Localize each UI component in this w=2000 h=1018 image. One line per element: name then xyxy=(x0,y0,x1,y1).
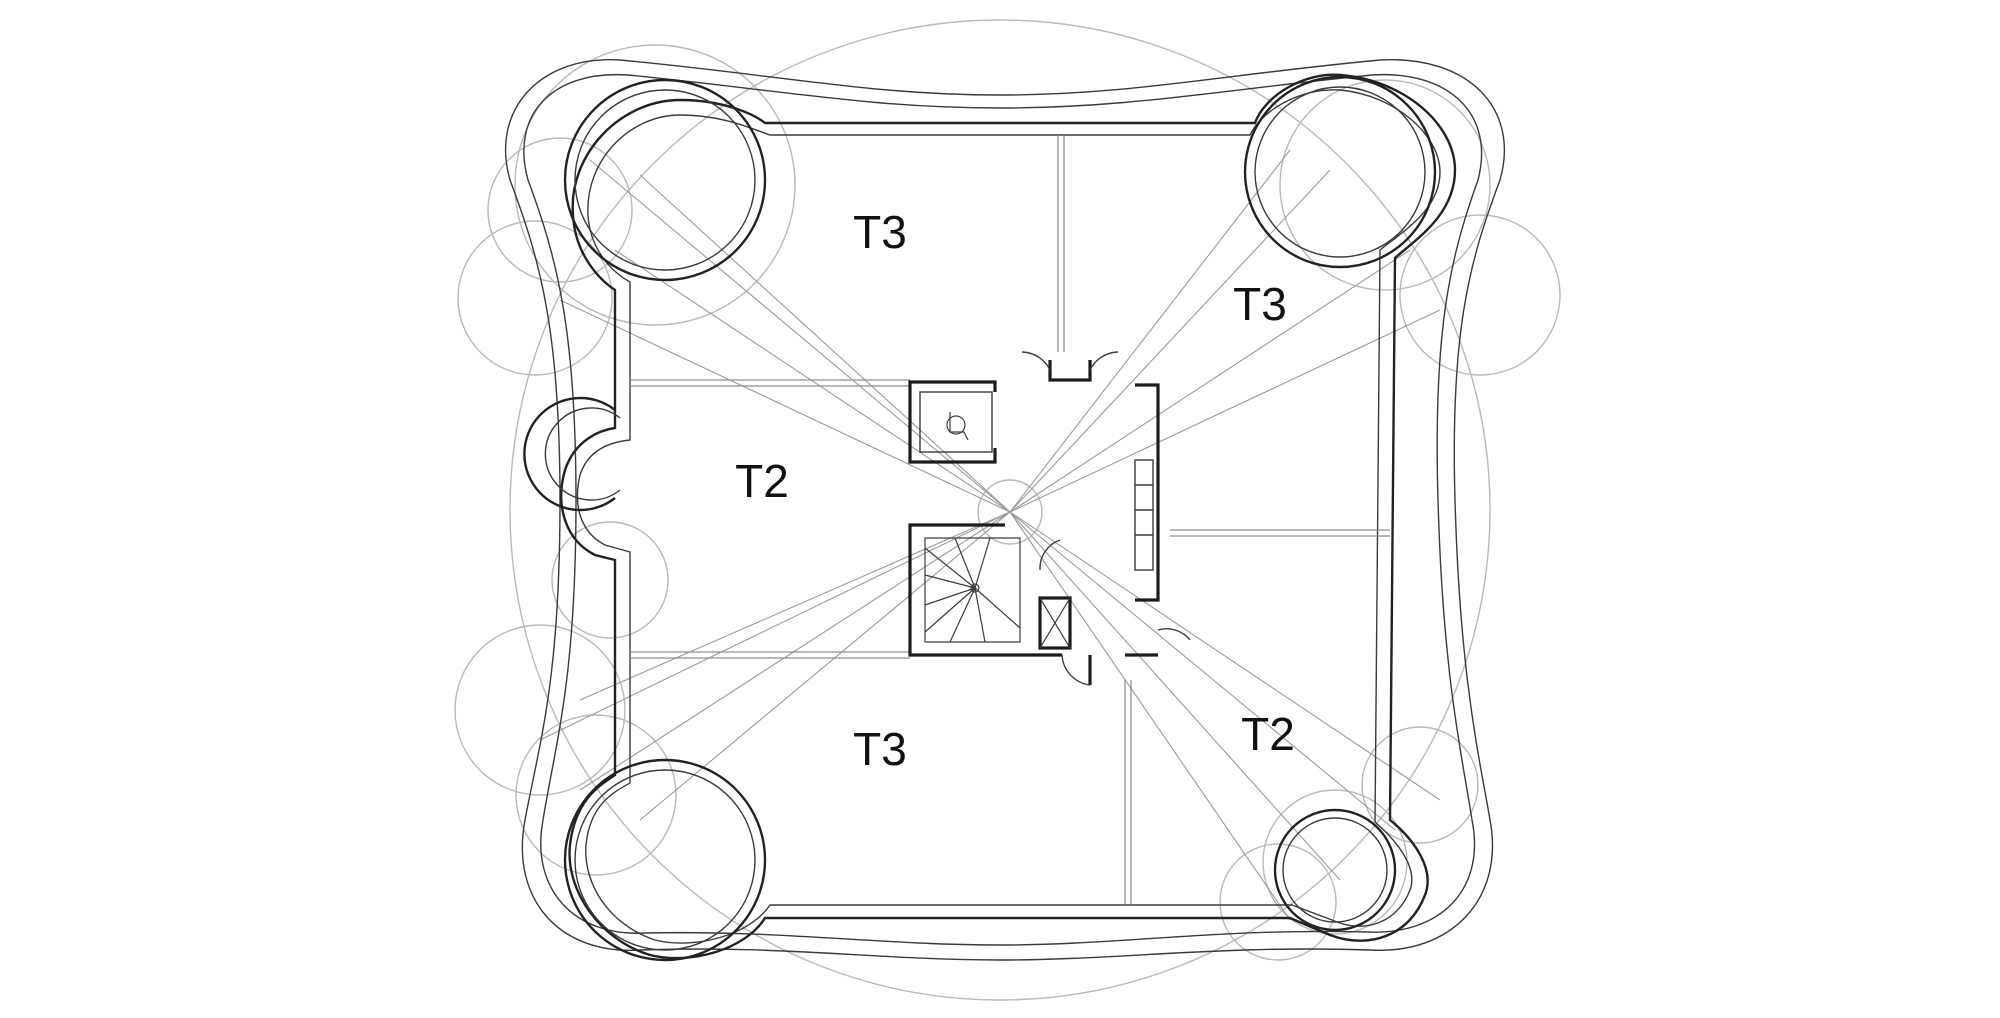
slab-edge-outer xyxy=(560,73,1457,960)
radial-line xyxy=(589,159,1011,513)
guide-circle-nw xyxy=(514,44,796,326)
radial-line xyxy=(1009,511,1441,801)
partitions xyxy=(630,135,1390,905)
stair-tread xyxy=(924,574,976,589)
spiral-stair-center xyxy=(970,583,980,593)
unit-label-south: T3 xyxy=(853,723,907,775)
west-bay xyxy=(523,396,616,512)
tower-se-inner xyxy=(1282,817,1388,923)
radial-line xyxy=(579,511,1011,701)
guide-circle-se-3 xyxy=(1219,843,1337,961)
door-swing-east xyxy=(1157,628,1191,641)
unit-label-west: T2 xyxy=(735,455,789,507)
unit-labels: T3 T3 T2 T3 T2 xyxy=(735,206,1295,775)
radial-line xyxy=(1009,511,1396,831)
outer-envelope xyxy=(505,59,1505,961)
door-swing-north-left xyxy=(1021,351,1051,371)
radial-line xyxy=(639,511,1011,821)
inner-envelope xyxy=(523,73,1483,946)
guide-circle-w-mid xyxy=(551,521,669,639)
unit-label-southeast: T2 xyxy=(1241,708,1295,760)
guide-circle-e xyxy=(1399,214,1561,376)
guide-circle-se-1 xyxy=(1361,726,1479,844)
elevator-cabin xyxy=(919,391,993,453)
radial-line xyxy=(614,249,1011,513)
radial-line xyxy=(1009,149,1291,513)
stair-tread xyxy=(974,587,1021,629)
radial-line xyxy=(1009,169,1331,513)
door-swing-south xyxy=(1061,654,1091,686)
stair-tread xyxy=(924,547,976,589)
radial-line xyxy=(579,511,1011,791)
spiral-stair-outer xyxy=(924,537,1021,643)
tower-sw-inner xyxy=(574,769,756,951)
unit-label-north: T3 xyxy=(853,206,907,258)
door-swing-core xyxy=(1039,539,1061,571)
radial-line xyxy=(1009,511,1291,921)
radial-guide-lines xyxy=(539,149,1441,921)
guide-circle-w-low xyxy=(454,624,626,796)
corridor-wall-east xyxy=(1135,383,1160,602)
slab-edge-inner xyxy=(576,89,1441,944)
radial-line xyxy=(1009,249,1411,513)
corner-towers xyxy=(523,75,1437,962)
shaft-box xyxy=(1038,596,1072,650)
central-guide-circle xyxy=(509,19,1491,1001)
stair-tread xyxy=(924,587,976,606)
tower-sw xyxy=(563,758,767,962)
radial-line xyxy=(539,511,1011,741)
guide-circle-sw xyxy=(515,714,677,876)
radial-line xyxy=(559,299,1011,513)
stair-tread xyxy=(924,587,976,633)
tower-nw-inner xyxy=(574,89,756,271)
central-core xyxy=(908,351,1191,686)
radial-line xyxy=(1009,309,1441,513)
door-swing-north-right xyxy=(1089,351,1119,371)
accessibility-icon-seat xyxy=(949,412,969,441)
stair-tread xyxy=(954,537,976,589)
tower-ne-inner xyxy=(1254,86,1426,258)
radial-line xyxy=(1009,511,1341,881)
service-cabinets xyxy=(1134,459,1154,571)
stair-tread xyxy=(949,587,976,643)
accessibility-icon xyxy=(946,415,966,435)
guide-circle-nw-2 xyxy=(487,137,633,283)
slab-outline xyxy=(560,73,1457,960)
core-guide-circle xyxy=(977,479,1043,545)
stair-tread xyxy=(974,587,986,643)
guide-circle-w-top xyxy=(457,220,613,376)
core-wall-north xyxy=(1048,360,1092,382)
elevator-shaft xyxy=(908,380,997,464)
stair-enclosure xyxy=(908,523,1062,657)
guide-circle-ne xyxy=(1279,79,1491,291)
stair-tread xyxy=(974,537,991,589)
shaft-box-diag xyxy=(1039,597,1071,649)
west-bay-inner xyxy=(544,407,621,501)
building-envelope xyxy=(505,59,1505,961)
corridor-wall-south xyxy=(1088,653,1158,685)
radial-line xyxy=(639,174,1011,513)
unit-label-east: T3 xyxy=(1233,278,1287,330)
tower-ne xyxy=(1243,75,1437,269)
tower-se xyxy=(1273,808,1397,932)
tower-nw xyxy=(563,78,767,282)
